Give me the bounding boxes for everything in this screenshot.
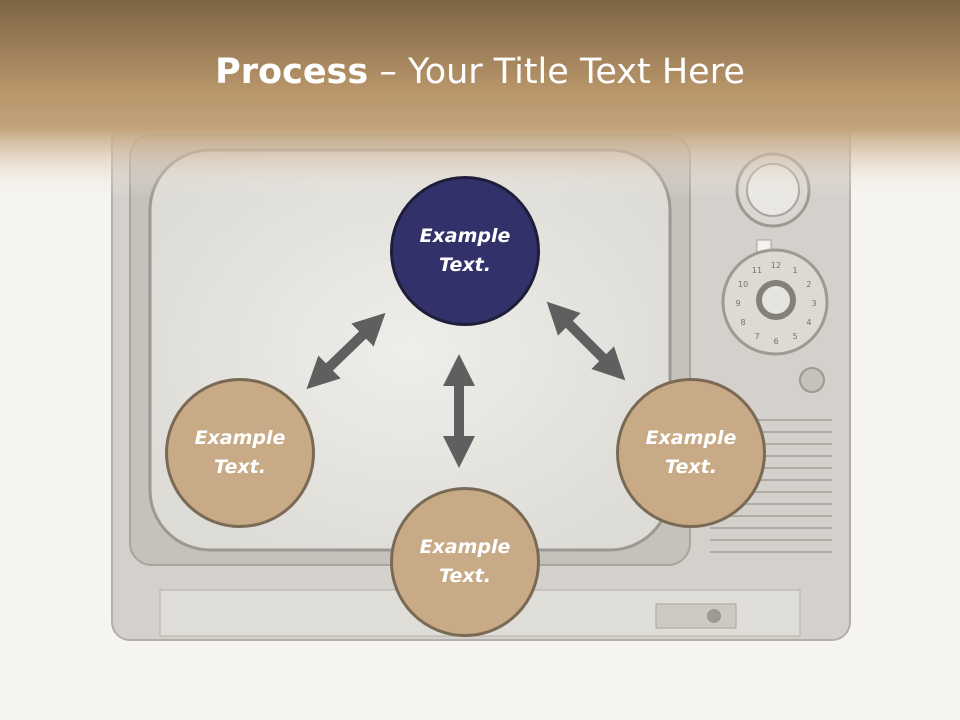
dial-number: 2 <box>806 280 811 289</box>
dial-number: 1 <box>792 266 797 275</box>
dial-number: 9 <box>735 299 740 308</box>
dial-number: 12 <box>771 261 781 270</box>
node-left-line2: Text. <box>214 456 266 478</box>
node-right-line2: Text. <box>665 456 717 478</box>
dial-number: 6 <box>773 337 778 346</box>
dial-number: 5 <box>792 332 797 341</box>
dial-number: 4 <box>806 318 811 327</box>
title-bold: Process <box>215 52 369 92</box>
node-bottom-line2: Text. <box>439 565 491 587</box>
slide-title: Process – Your Title Text Here <box>0 52 960 92</box>
tv-dial-numbers: 12 12 3 45 6 78 9 10 11 <box>735 261 816 346</box>
dial-number: 10 <box>738 280 748 289</box>
dial-number: 8 <box>741 318 746 327</box>
node-left-line1: Example <box>194 427 286 449</box>
title-rest: – Your Title Text Here <box>368 52 745 92</box>
node-top-line1: Example <box>419 225 511 247</box>
node-top-line2: Text. <box>439 254 491 276</box>
dial-number: 3 <box>811 299 816 308</box>
node-bottom-line1: Example <box>419 536 511 558</box>
header-band <box>0 0 960 128</box>
node-right-line1: Example <box>645 427 737 449</box>
dial-number: 7 <box>754 332 759 341</box>
dial-number: 11 <box>752 266 762 275</box>
